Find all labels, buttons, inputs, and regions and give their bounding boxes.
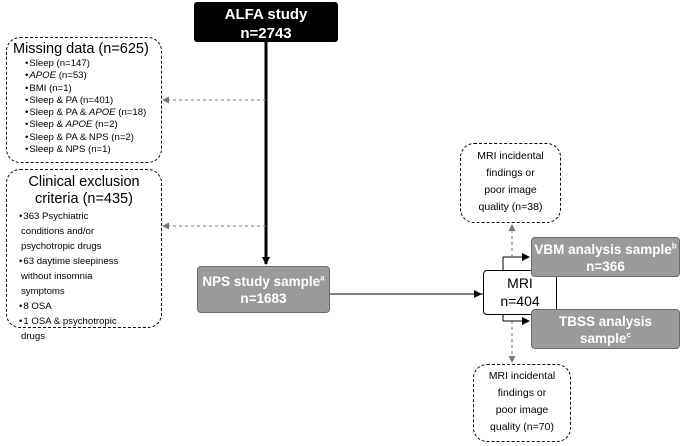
mri-box: MRI n=404	[483, 270, 557, 315]
bullet-icon: •	[25, 58, 29, 69]
clinical-item: conditions and/or	[21, 226, 95, 237]
missing-item: •BMI (n=1)	[25, 82, 72, 94]
missing-item: •Sleep & APOE (n=2)	[25, 119, 118, 131]
clinical-exclusion-box: Clinical exclusion criteria (n=435) •363…	[6, 169, 162, 342]
clinical-title-line1: Clinical exclusion	[28, 174, 140, 190]
clinical-item: •363 Psychiatric	[19, 211, 89, 222]
incidental-bottom-line: quality (n=70)	[490, 421, 554, 433]
incidental-top-line: quality (n=38)	[478, 201, 543, 213]
incidental-bottom-line: MRI incidental	[488, 370, 556, 382]
mri-label: MRI	[507, 275, 533, 291]
bullet-icon: •	[25, 144, 29, 156]
incidental-top-line: MRI incidental	[477, 150, 544, 162]
bullet-icon: •	[19, 211, 23, 222]
tbss-n: n=334	[586, 348, 625, 363]
tbss-sup: c	[626, 330, 631, 340]
vbm-n: n=366	[586, 259, 625, 274]
incidental-bottom-line: findings or	[497, 387, 547, 399]
bullet-icon: •	[19, 301, 23, 312]
clinical-item: •8 OSA	[19, 301, 52, 312]
nps-n: n=1683	[240, 291, 287, 306]
bullet-icon: •	[19, 256, 23, 267]
incidental-top-box: MRI incidental findings or poor image qu…	[460, 143, 561, 223]
clinical-item: •1 OSA & psychotropic	[19, 316, 117, 327]
nps-sup: a	[320, 273, 325, 283]
missing-list: •Sleep (n=147)•APOE (n=53)•BMI (n=1)•Sle…	[25, 58, 161, 156]
incidental-top-line: poor image	[484, 184, 537, 196]
missing-item: •APOE (n=53)	[25, 70, 87, 82]
clinical-list: •363 Psychiatric conditions and/or psychot…	[19, 209, 161, 344]
incidental-top-line: findings or	[486, 167, 535, 179]
bullet-icon: •	[25, 107, 29, 119]
incidental-bottom-box: MRI incidental findings or poor image qu…	[473, 364, 571, 442]
clinical-title-line2: criteria (n=435)	[35, 191, 133, 207]
bullet-icon: •	[25, 82, 29, 94]
clinical-item: symptoms	[21, 286, 65, 297]
missing-data-box: Missing data (n=625) •Sleep (n=147)•APOE…	[6, 37, 162, 163]
bullet-icon: •	[25, 131, 29, 143]
clinical-item: psychotropic drugs	[21, 241, 102, 252]
tbss-box: TBSS analysis samplec n=334	[531, 309, 680, 363]
missing-item: •Sleep & NPS (n=1)	[25, 144, 111, 156]
alfa-study-box: ALFA study n=2743	[194, 2, 338, 42]
missing-item: •Sleep & PA & NPS (n=2)	[25, 131, 134, 143]
nps-label: NPS study sample	[202, 274, 321, 289]
clinical-item: drugs	[21, 331, 45, 342]
tbss-label: TBSS analysis sample	[558, 314, 653, 346]
bullet-icon: •	[25, 70, 29, 82]
clinical-item: •63 daytime sleepiness	[19, 256, 119, 267]
nps-study-box: NPS study samplea n=1683	[197, 266, 330, 313]
missing-item: •Sleep (n=147)	[25, 58, 90, 69]
bullet-icon: •	[25, 119, 29, 131]
missing-item: •Sleep & PA (n=401)	[25, 94, 114, 106]
incidental-bottom-line: poor image	[495, 404, 549, 416]
vbm-box: VBM analysis sampleb n=366	[531, 237, 680, 277]
bullet-icon: •	[25, 94, 29, 106]
missing-item: •Sleep & PA & APOE (n=18)	[25, 107, 147, 119]
missing-title: Missing data (n=625)	[13, 41, 149, 57]
vbm-label: VBM analysis sample	[534, 242, 672, 257]
alfa-title: ALFA study	[224, 6, 308, 23]
vbm-sup: b	[671, 241, 677, 251]
alfa-n: n=2743	[240, 25, 292, 42]
clinical-item: without insomnia	[21, 271, 93, 282]
bullet-icon: •	[19, 316, 23, 327]
mri-n: n=404	[500, 293, 540, 309]
